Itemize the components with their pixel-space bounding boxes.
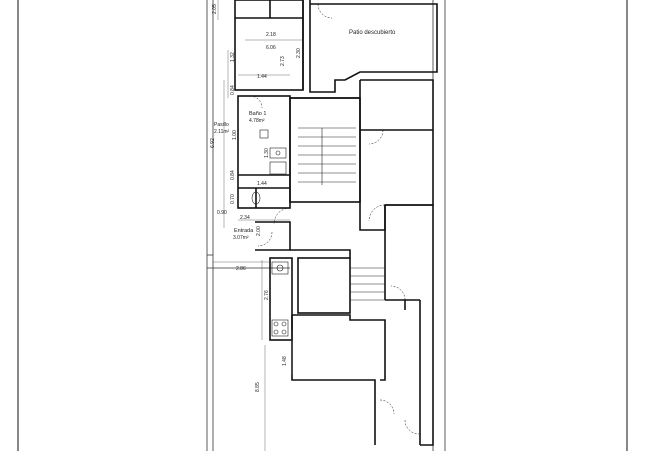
dim-small-vertical: 1.32 <box>230 52 236 62</box>
entrance-label: Entrada <box>234 228 254 234</box>
dimension-lines <box>213 0 303 451</box>
dim-bath-inner: 1.30 <box>264 148 270 158</box>
fixtures <box>251 129 289 337</box>
door-swings <box>249 3 420 435</box>
dim-692: 6.92 <box>210 138 216 148</box>
dim-286: 2.86 <box>236 266 246 272</box>
bathroom-label: Baño 1 <box>249 111 266 117</box>
dim-stair-side: 2.73 <box>280 56 286 66</box>
dim-200: 2.00 <box>256 226 262 236</box>
entrance-area-label: 3.07m² <box>233 235 249 241</box>
dim-090: 0.90 <box>217 210 227 216</box>
dim-276: 2.76 <box>264 290 270 300</box>
walls <box>234 0 438 446</box>
hallway-area-label: 2.11m² <box>214 129 230 135</box>
dim-148: 1.48 <box>282 356 288 366</box>
sheet-border <box>17 0 628 451</box>
lot-lines <box>206 0 446 451</box>
dim-top-vertical: 2.05 <box>212 4 218 14</box>
patio-label: Patio descubierto <box>349 30 396 36</box>
hallway-label: Pasillo <box>214 122 229 128</box>
dim-084-top: 0.84 <box>230 85 236 95</box>
dim-084-bottom: 0.84 <box>230 170 236 180</box>
dim-234: 2.34 <box>240 215 250 221</box>
dim-144-bottom: 1.44 <box>257 181 267 187</box>
dim-144-top: 1.44 <box>257 74 267 80</box>
dim-room-width: 2.18 <box>266 32 276 38</box>
room-area-label: 6.06 <box>266 45 276 51</box>
dim-bath-height: 1.00 <box>232 130 238 140</box>
stair-treads <box>298 127 385 301</box>
dim-885: 8.85 <box>255 382 261 392</box>
dim-room-right: 2.30 <box>296 48 302 58</box>
dim-070: 0.70 <box>230 194 236 204</box>
bathroom-area-label: 4.78m² <box>249 118 265 124</box>
